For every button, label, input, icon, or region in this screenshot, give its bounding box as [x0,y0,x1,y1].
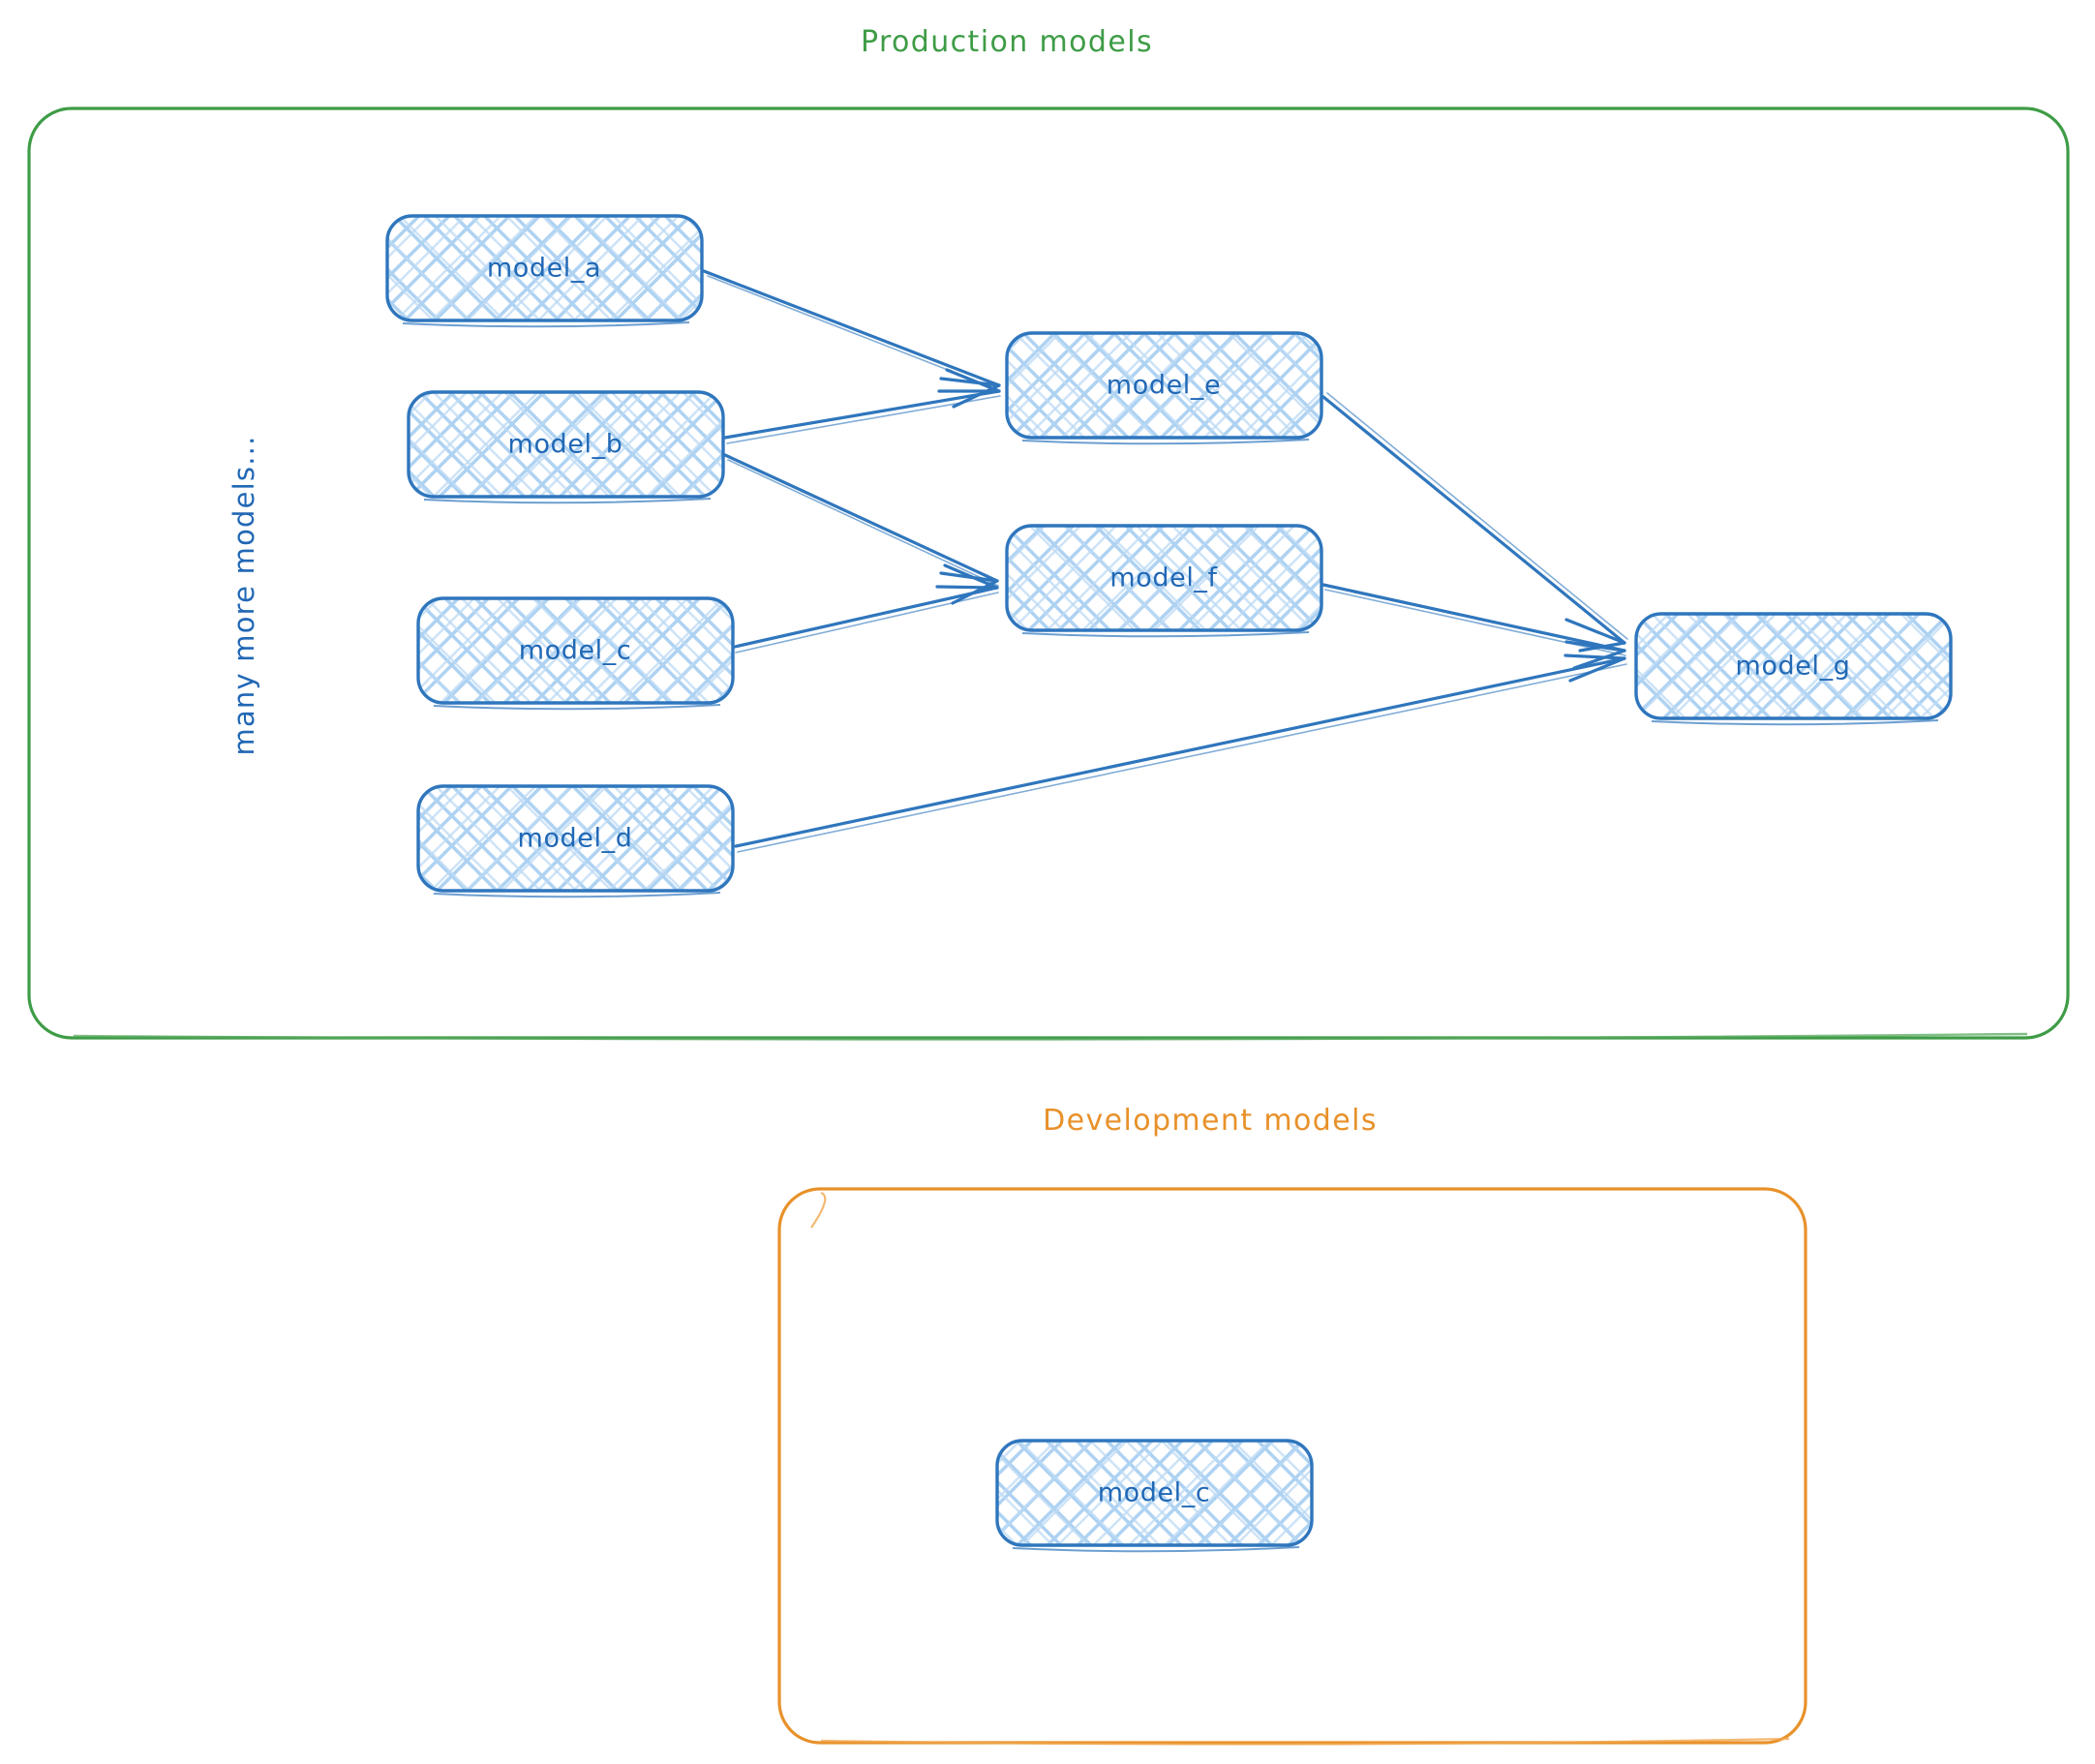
production-group-border-sketch [73,1032,2028,1041]
production-group-border [27,106,2070,1040]
node-model_d[interactable] [416,784,735,898]
node-model_b[interactable] [407,390,725,504]
node-model_e[interactable] [1005,331,1323,445]
edge-model_b-to-model_b-e [723,368,1001,444]
node-model_c-development[interactable] [995,1439,1314,1553]
development-group-border-sketch [810,1191,827,1229]
edge-model_a-to-model_e [702,269,1001,409]
group-container-production [27,106,2070,1041]
node-model_c-production[interactable] [416,596,735,711]
group-container-development [777,1187,1807,1746]
development-group-title: Development models [1043,1104,1378,1138]
many-more-models-note: many more models... [228,435,260,756]
edge-model_d-to-model_g [734,654,1627,853]
production-group-title: Production models [861,25,1153,59]
development-group-border [777,1187,1807,1745]
edge-model_f-to-model_g [1321,583,1626,670]
node-model_a[interactable] [385,214,704,328]
node-model_f[interactable] [1005,524,1323,638]
edge-model_c-to-model_f [733,563,999,654]
edge-layer [702,269,1628,853]
edge-model_b-to-model_f [723,453,999,605]
development-group-border-sketch-bottom [820,1737,1790,1746]
node-model_g[interactable] [1634,612,1953,726]
edge-model_e-to-model_g [1321,392,1628,653]
